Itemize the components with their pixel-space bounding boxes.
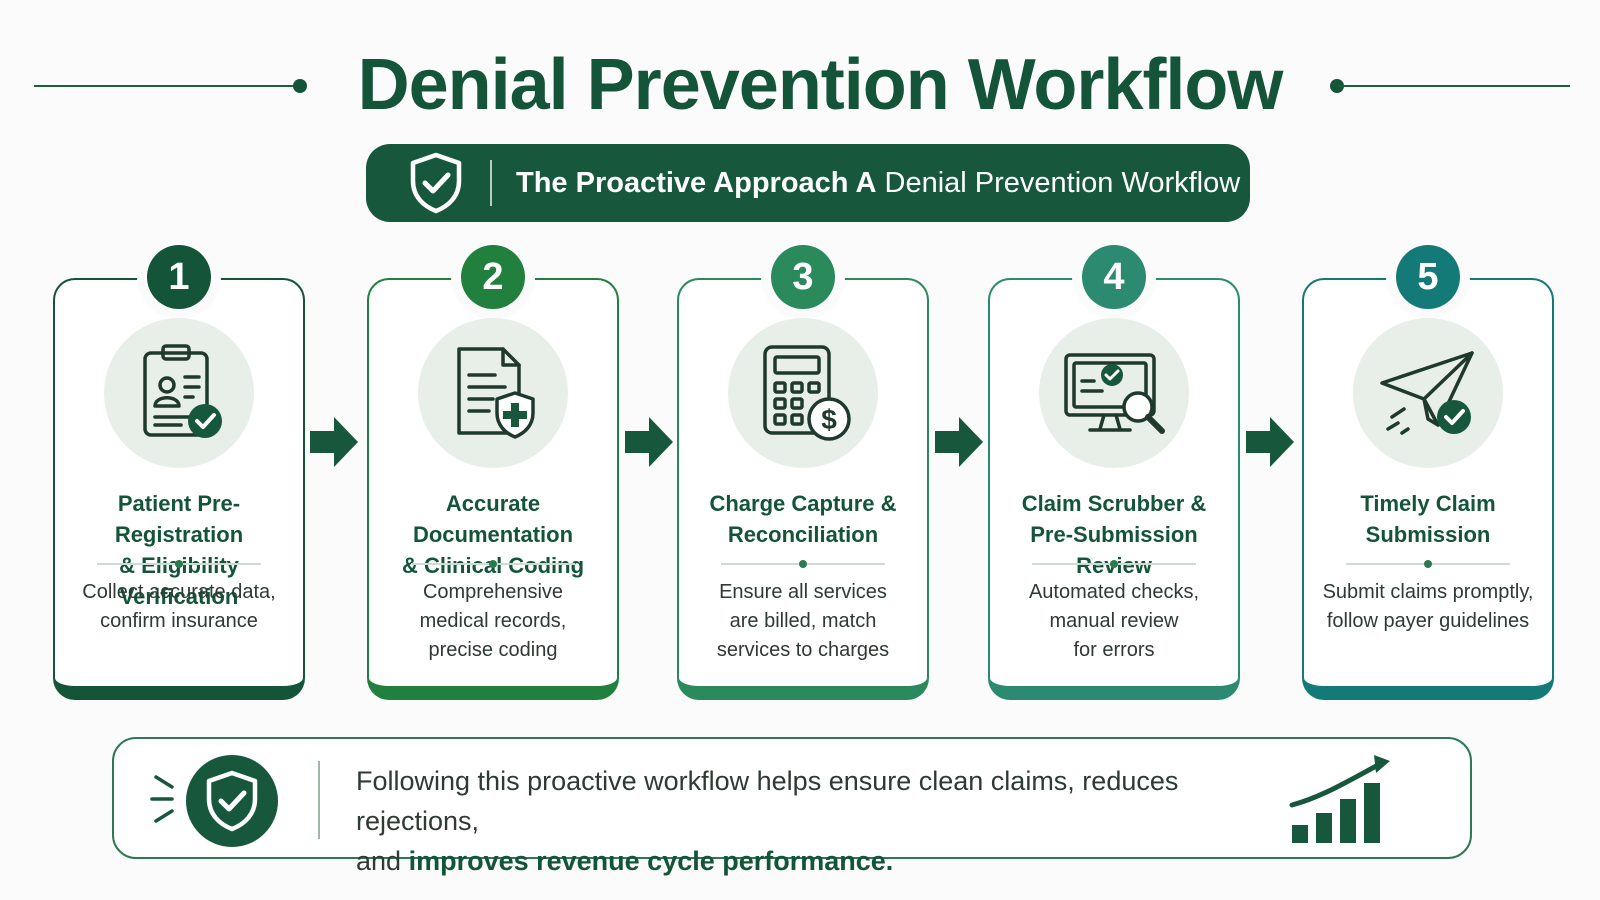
step-number-badge: 4 bbox=[1082, 245, 1146, 309]
shield-check-icon bbox=[404, 151, 468, 215]
summary-footer: Following this proactive workflow helps … bbox=[112, 737, 1472, 876]
step-description: Collect accurate data, confirm insurance bbox=[63, 578, 295, 636]
step-separator bbox=[1032, 560, 1196, 568]
step-title: Charge Capture & Reconciliation bbox=[685, 488, 921, 550]
step-card-3: 3 $ Charge Capture & Reconciliation Ensu… bbox=[677, 245, 929, 700]
step-title-line: Reconciliation bbox=[727, 522, 879, 547]
step-desc-line: services to charges bbox=[716, 639, 890, 661]
step-title: Claim Scrubber & Pre-Submission Review bbox=[996, 488, 1232, 581]
step-description: Automated checks, manual review for erro… bbox=[998, 578, 1230, 665]
step-desc-line: manual review bbox=[1049, 610, 1179, 632]
step-card-5: 5 Timely Claim Submission Submit claims … bbox=[1302, 245, 1554, 700]
svg-text:$: $ bbox=[821, 404, 837, 435]
growth-chart-icon bbox=[1289, 755, 1390, 843]
icon-circle bbox=[1039, 318, 1189, 468]
banner-text: The Proactive Approach A Denial Preventi… bbox=[516, 167, 1240, 200]
step-desc-line: are billed, match bbox=[729, 610, 877, 632]
step-desc-line: medical records, bbox=[419, 610, 567, 632]
clipboard-patient-check-icon bbox=[143, 344, 222, 438]
icon-circle bbox=[418, 318, 568, 468]
step-title-line: Submission bbox=[1365, 522, 1491, 547]
title-row: Denial Prevention Workflow bbox=[0, 40, 1600, 130]
flow-arrow-icon bbox=[1246, 417, 1294, 467]
footer-text-regular: and bbox=[356, 846, 409, 876]
step-separator bbox=[1346, 560, 1510, 568]
footer-line-2: and improves revenue cycle performance. bbox=[356, 841, 1286, 881]
icon-circle bbox=[1353, 318, 1503, 468]
card-frame bbox=[53, 278, 305, 700]
banner-divider bbox=[490, 160, 492, 206]
flow-arrow-icon bbox=[310, 417, 358, 467]
step-desc-line: Collect accurate data, bbox=[82, 581, 276, 603]
icon-circle bbox=[104, 318, 254, 468]
step-desc-line: Automated checks, bbox=[1028, 581, 1200, 603]
step-desc-line: precise coding bbox=[428, 639, 558, 661]
footer-divider bbox=[318, 761, 320, 839]
step-separator bbox=[411, 560, 575, 568]
footer-text-emphasis: improves revenue cycle performance. bbox=[408, 846, 894, 876]
calculator-dollar-icon: $ bbox=[763, 345, 851, 441]
title-rule-right bbox=[1338, 85, 1570, 87]
step-number-badge: 1 bbox=[147, 245, 211, 309]
footer-line-1: Following this proactive workflow helps … bbox=[356, 766, 1179, 836]
step-title-line: Timely Claim bbox=[1360, 491, 1496, 516]
subtitle-banner: The Proactive Approach A Denial Preventi… bbox=[366, 144, 1250, 222]
step-number-badge: 3 bbox=[771, 245, 835, 309]
footer-shield-badge bbox=[186, 755, 278, 847]
step-title-line: Charge Capture & bbox=[709, 491, 897, 516]
step-desc-line: confirm insurance bbox=[100, 610, 258, 632]
footer-summary-text: Following this proactive workflow helps … bbox=[356, 761, 1286, 881]
step-description: Submit claims promptly, follow payer gui… bbox=[1312, 578, 1544, 636]
title-rule-dot-right bbox=[1330, 79, 1344, 93]
icon-circle: $ bbox=[728, 318, 878, 468]
step-title-line: Pre-Submission Review bbox=[1030, 522, 1198, 578]
step-desc-line: Ensure all services bbox=[719, 581, 887, 603]
banner-text-bold: The Proactive Approach A bbox=[516, 166, 877, 199]
step-title-line: Claim Scrubber & bbox=[1021, 491, 1207, 516]
step-desc-line: Comprehensive bbox=[422, 581, 564, 603]
step-title: Timely Claim Submission bbox=[1310, 488, 1546, 550]
document-medical-shield-icon bbox=[457, 347, 535, 439]
paper-plane-check-icon bbox=[1380, 351, 1474, 435]
step-description: Ensure all services are billed, match se… bbox=[687, 578, 919, 665]
step-number-badge: 2 bbox=[461, 245, 525, 309]
step-card-2: 2 Accurate Documentation & Clinical Codi… bbox=[367, 245, 619, 700]
title-rule-left bbox=[34, 85, 296, 87]
step-number-badge: 5 bbox=[1396, 245, 1460, 309]
page-title: Denial Prevention Workflow bbox=[357, 45, 1284, 125]
step-title-line: & Eligibility Verification bbox=[119, 553, 239, 609]
step-desc-line: follow payer guidelines bbox=[1326, 610, 1530, 632]
banner-text-regular: Denial Prevention Workflow bbox=[876, 166, 1241, 199]
title-rule-dot-left bbox=[293, 79, 307, 93]
step-separator bbox=[97, 560, 261, 568]
step-desc-line: for errors bbox=[1073, 639, 1155, 661]
flow-arrow-icon bbox=[935, 417, 983, 467]
step-separator bbox=[721, 560, 885, 568]
monitor-magnifier-icon bbox=[1064, 353, 1165, 434]
step-title-line: Patient Pre-Registration bbox=[114, 491, 244, 547]
step-card-1: 1 Patient Pre-Registration & Eligibility… bbox=[53, 245, 305, 700]
step-description: Comprehensive medical records, precise c… bbox=[377, 578, 609, 665]
step-card-4: 4 Claim Scrubber & Pre-Submission Review… bbox=[988, 245, 1240, 700]
rays-icon bbox=[150, 775, 174, 823]
shield-check-icon bbox=[206, 770, 258, 832]
flow-arrow-icon bbox=[625, 417, 673, 467]
step-title: Patient Pre-Registration & Eligibility V… bbox=[61, 488, 297, 612]
step-desc-line: Submit claims promptly, bbox=[1322, 581, 1534, 603]
step-title-line: Accurate Documentation bbox=[412, 491, 574, 547]
